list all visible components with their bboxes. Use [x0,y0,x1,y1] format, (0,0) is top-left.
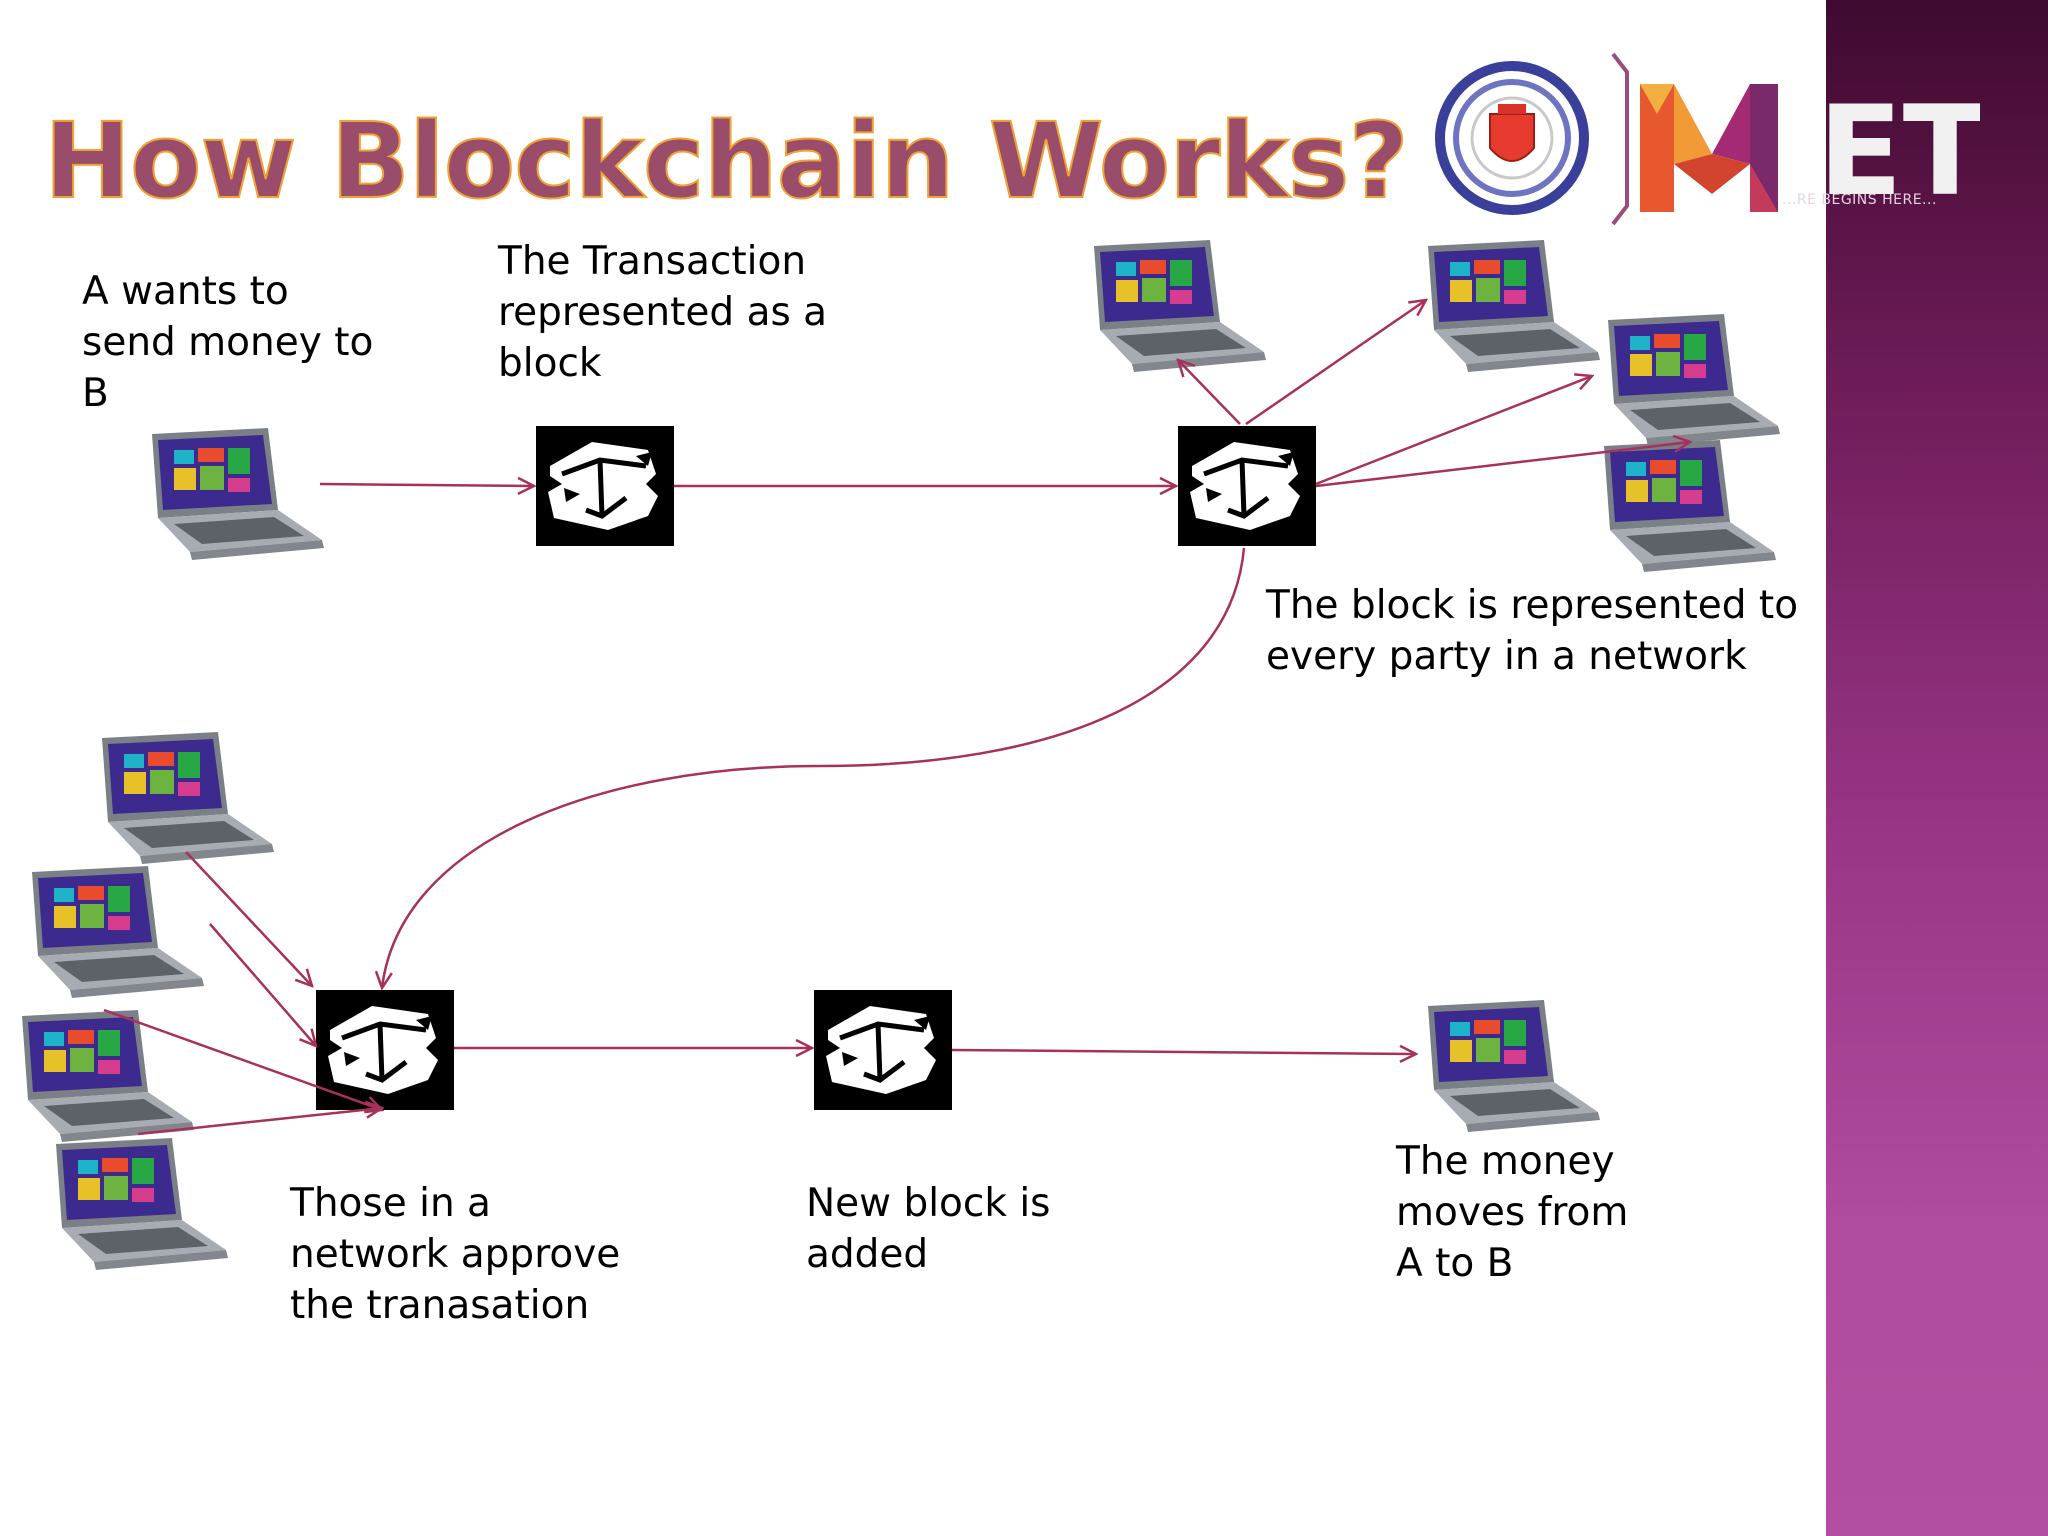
step6-line1: The money [1396,1139,1615,1184]
step3-caption: The block is represented to every party … [1266,580,1798,682]
step5-line1: New block is [806,1181,1051,1226]
step2-line1: The Transaction [498,239,807,284]
approver-laptop-1-icon [102,732,274,864]
step4-line3: the tranasation [290,1283,590,1328]
step1-line1: A wants to [82,269,289,314]
arrow-to-network-laptop-3 [1315,376,1592,486]
broadcast-block-icon [1178,426,1316,546]
step6-caption: The money moves from A to B [1396,1136,1628,1289]
step3-line2: every party in a network [1266,634,1747,679]
step2-line2: represented as a [498,290,828,335]
arrow-to-network-laptop-2 [1245,300,1426,426]
arrow-to-network-laptop-4 [1315,442,1690,488]
institute-seal-icon [1435,61,1589,215]
arrow-to-network-laptop-1 [1178,360,1241,425]
approver-laptop-2-icon [32,866,204,998]
step4-caption: Those in a network approve the tranasati… [290,1178,620,1331]
approver-laptop-4-icon [56,1138,228,1270]
arrow-sender-to-block [319,484,534,486]
network-laptop-1-icon [1094,240,1266,372]
logo-wordmark: ET [1818,80,1980,224]
step2-caption: The Transaction represented as a block [498,236,827,389]
logo-m-mark [1640,84,1778,212]
miet-logo: ET [1435,52,1980,226]
transaction-block-icon [536,426,674,546]
laptop-sender-a-icon [152,428,324,560]
new-block-icon [814,990,952,1110]
network-laptop-4-icon [1604,440,1776,572]
logo-divider [1611,52,1629,226]
arrow-broadcast-to-approval [382,547,1246,988]
step6-line2: moves from [1396,1190,1629,1235]
step3-line1: The block is represented to [1266,583,1799,628]
laptop-receiver-b-icon [1428,1000,1600,1132]
arrow-approver-2 [209,923,316,1046]
decorative-sidebar [1826,0,2048,1536]
step1-line2: send money to [82,320,374,365]
arrow-approver-4 [137,1108,382,1136]
step1-line3: B [82,371,109,416]
network-laptop-2-icon [1428,240,1600,372]
step4-line1: Those in a [290,1181,491,1226]
step4-line2: network approve [290,1232,621,1277]
arrow-approver-3 [103,1008,382,1110]
slide-title: How Blockchain Works? [43,99,1410,223]
step2-line3: block [498,341,602,386]
logo-tagline: ...RE BEGINS HERE... [1782,192,1937,208]
approval-block-icon [316,990,454,1110]
arrow-approver-1 [185,851,312,986]
arrow-new-block-to-receiver [951,1050,1416,1054]
approver-laptop-3-icon [22,1010,194,1142]
network-laptop-3-icon [1608,314,1780,446]
step1-caption: A wants to send money to B [82,266,373,419]
step5-caption: New block is added [806,1178,1051,1280]
step6-line3: A to B [1396,1241,1514,1286]
step5-line2: added [806,1232,929,1277]
